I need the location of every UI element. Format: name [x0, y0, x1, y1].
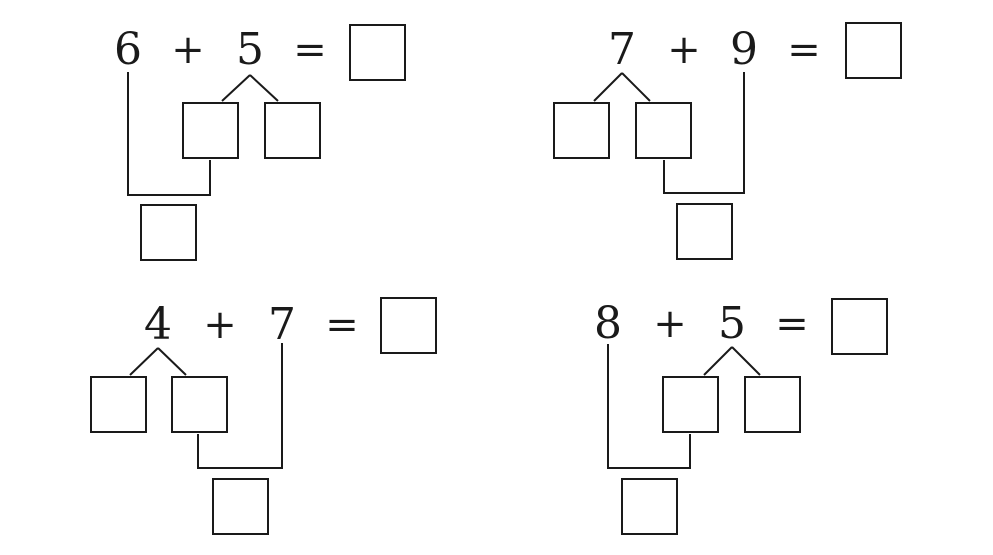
equals-sign: =: [293, 27, 327, 73]
split-box-right[interactable]: [171, 376, 228, 433]
plus-sign: +: [203, 302, 237, 348]
answer-box[interactable]: [845, 22, 902, 79]
answer-box[interactable]: [831, 298, 888, 355]
ten-sum-box[interactable]: [621, 478, 678, 535]
split-box-right[interactable]: [744, 376, 801, 433]
addend-a: 4: [144, 299, 172, 350]
plus-sign: +: [667, 27, 701, 73]
split-lines-1: [221, 74, 279, 102]
split-box-left[interactable]: [662, 376, 719, 433]
split-lines-2: [593, 72, 651, 102]
addend-b: 7: [268, 299, 296, 350]
ten-sum-box[interactable]: [212, 478, 269, 535]
split-box-left[interactable]: [182, 102, 239, 159]
ten-sum-box[interactable]: [676, 203, 733, 260]
addend-a: 7: [608, 24, 636, 75]
split-box-right[interactable]: [264, 102, 321, 159]
addend-b: 5: [236, 24, 264, 75]
plus-sign: +: [653, 301, 687, 347]
split-box-right[interactable]: [635, 102, 692, 159]
addend-a: 8: [594, 298, 622, 349]
answer-box[interactable]: [380, 297, 437, 354]
split-box-left[interactable]: [90, 376, 147, 433]
ten-sum-box[interactable]: [140, 204, 197, 261]
split-lines-4: [703, 346, 761, 376]
equals-sign: =: [787, 27, 821, 73]
equals-sign: =: [775, 301, 809, 347]
addend-b: 9: [730, 24, 758, 75]
addend-a: 6: [114, 24, 142, 75]
answer-box[interactable]: [349, 24, 406, 81]
addend-b: 5: [718, 298, 746, 349]
equals-sign: =: [325, 302, 359, 348]
split-box-left[interactable]: [553, 102, 610, 159]
split-lines-3: [129, 347, 187, 376]
plus-sign: +: [171, 27, 205, 73]
